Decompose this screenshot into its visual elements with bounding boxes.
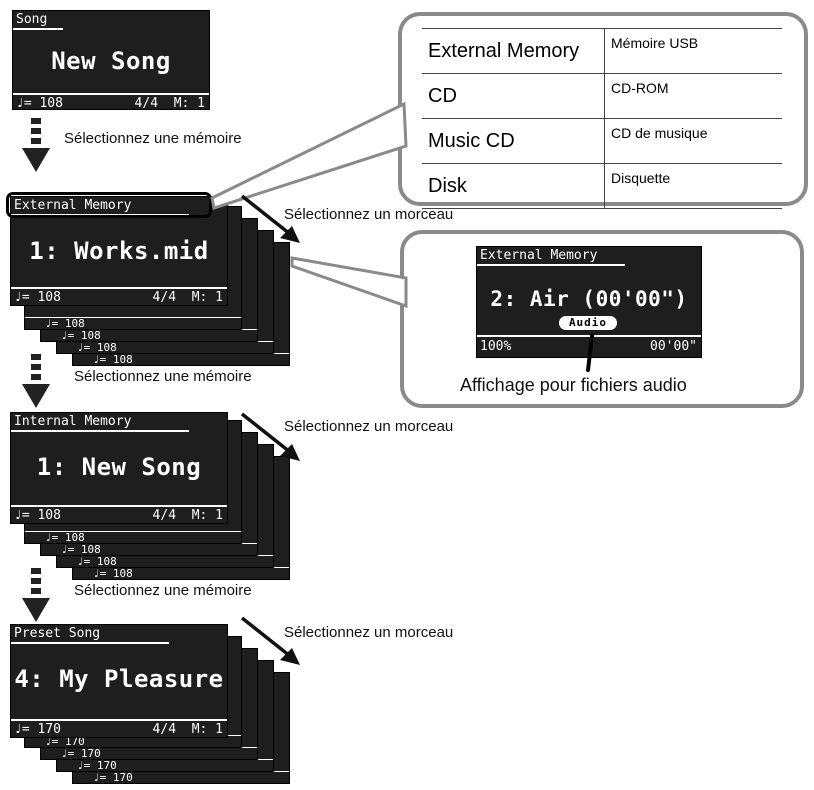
callout-pointer bbox=[290, 256, 408, 309]
audio-caption: Affichage pour fichiers audio bbox=[460, 375, 687, 395]
internal-memory-header: Internal Memory bbox=[14, 414, 132, 429]
callout-pointer bbox=[210, 101, 408, 210]
song-label-2: Sélectionnez un morceau bbox=[284, 418, 454, 435]
tempo-readout: ♩= 108 bbox=[14, 508, 61, 523]
time-readout: 00'00" bbox=[650, 339, 697, 354]
measure-readout: M: 1 bbox=[191, 290, 223, 305]
measure-readout: M: 1 bbox=[173, 96, 205, 110]
audio-screen-title: 2: Air (00'00") bbox=[490, 287, 688, 311]
tempo-readout: ♩= 108 bbox=[16, 96, 63, 110]
diagonal-arrow-icon bbox=[240, 194, 300, 243]
external-memory-header: External Memory bbox=[14, 198, 132, 213]
external-memory-footer: ♩= 108 4/4 M: 1 bbox=[14, 290, 223, 305]
preset-song-screen: Preset Song 4: My Pleasure ♩= 170 4/4 M:… bbox=[10, 624, 228, 738]
beat-readout: 4/4 bbox=[134, 96, 159, 110]
tempo-readout: ♩= 108 bbox=[14, 290, 61, 305]
song-screen-title: New Song bbox=[51, 47, 171, 75]
preset-song-footer: ♩= 170 4/4 M: 1 bbox=[14, 722, 223, 737]
song-label-3: Sélectionnez un morceau bbox=[284, 624, 454, 641]
beat-readout: 4/4 bbox=[152, 290, 177, 305]
internal-memory-title: 1: New Song bbox=[36, 453, 202, 481]
song-screen-header: Song bbox=[16, 12, 48, 27]
external-memory-screen: External Memory 1: Works.mid ♩= 108 4/4 … bbox=[10, 196, 228, 306]
down-arrow-icon bbox=[22, 118, 50, 172]
audio-screen: External Memory 2: Air (00'00") Audio 10… bbox=[476, 246, 702, 358]
song-screen-footer: ♩= 108 4/4 M: 1 bbox=[16, 96, 205, 110]
song-label-1: Sélectionnez un morceau bbox=[284, 206, 454, 223]
preset-song-header: Preset Song bbox=[14, 626, 101, 641]
measure-readout: M: 1 bbox=[191, 508, 223, 523]
audio-screen-footer: 100% 00'00" bbox=[480, 339, 697, 354]
audio-pointer-line bbox=[586, 334, 594, 372]
header-highlight bbox=[6, 192, 212, 218]
diagonal-arrow-icon bbox=[240, 412, 300, 461]
external-memory-title: 1: Works.mid bbox=[29, 237, 209, 265]
step-label-2: Sélectionnez une mémoire bbox=[74, 368, 252, 385]
beat-readout: 4/4 bbox=[152, 508, 177, 523]
down-arrow-icon bbox=[22, 354, 50, 408]
step-label-3: Sélectionnez une mémoire bbox=[74, 582, 252, 599]
internal-memory-footer: ♩= 108 4/4 M: 1 bbox=[14, 508, 223, 523]
step-label-1: Sélectionnez une mémoire bbox=[64, 130, 242, 147]
preset-song-title: 4: My Pleasure bbox=[14, 665, 224, 693]
audio-screen-header: External Memory bbox=[480, 248, 598, 263]
song-screen: Song New Song ♩= 108 4/4 M: 1 bbox=[12, 10, 210, 110]
volume-readout: 100% bbox=[480, 339, 512, 354]
internal-memory-screen: Internal Memory 1: New Song ♩= 108 4/4 M… bbox=[10, 412, 228, 524]
down-arrow-icon bbox=[22, 568, 50, 622]
beat-readout: 4/4 bbox=[152, 722, 177, 737]
diagonal-arrow-icon bbox=[240, 616, 300, 665]
measure-readout: M: 1 bbox=[191, 722, 223, 737]
tempo-readout: ♩= 170 bbox=[14, 722, 61, 737]
audio-badge: Audio bbox=[559, 316, 617, 330]
